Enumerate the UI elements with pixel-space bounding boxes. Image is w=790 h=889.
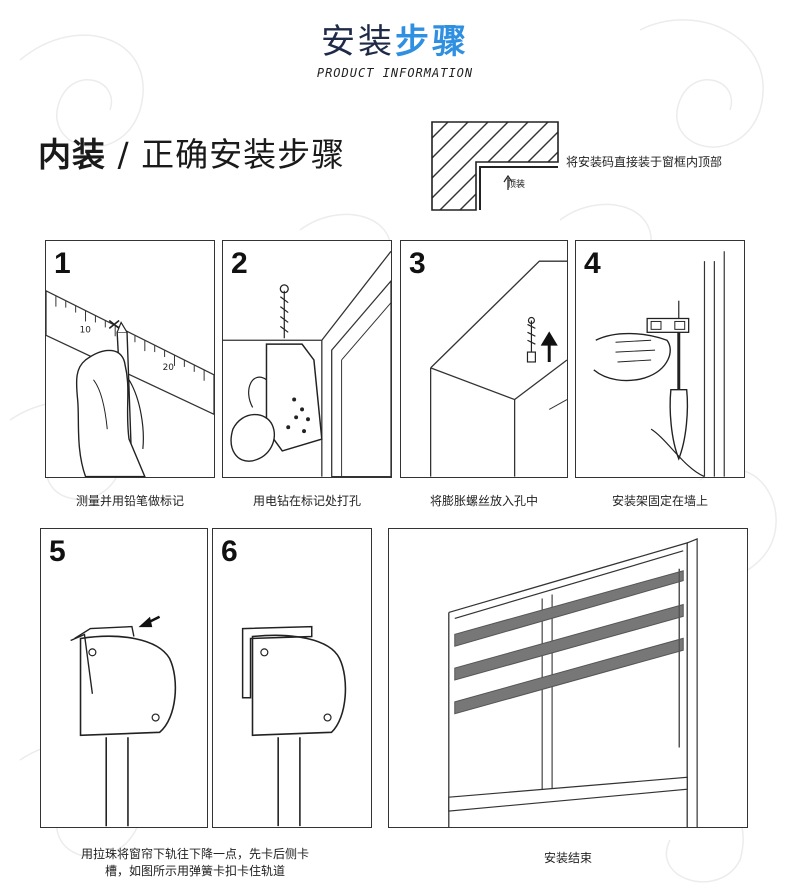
step-3-caption: 将膨胀螺丝放入孔中 [429, 494, 538, 508]
step-2-panel: 2 [222, 240, 392, 478]
ruler-label-10: 10 [80, 325, 92, 335]
step-1-panel: 10 20 1 [45, 240, 215, 478]
ruler-label-20: 20 [163, 363, 175, 373]
install-note: 将安装码直接装于窗框内顶部 [566, 155, 723, 169]
step-2-caption: 用电钻在标记处打孔 [252, 494, 361, 508]
step-5-caption-line-2: 槽，如图所示用弹簧卡扣卡住轨道 [104, 864, 285, 878]
step-5-panel: 5 [40, 528, 208, 828]
step-1-number: 1 [54, 247, 71, 280]
title-part-steps: 步骤 [395, 22, 469, 62]
measure-illustration: 10 20 [46, 290, 214, 477]
anchor-illustration [430, 260, 567, 477]
title-part-install: 安装 [321, 22, 395, 62]
section-heading-bold: 内装 [38, 135, 106, 174]
drill-illustration [223, 250, 391, 477]
bracket-illustration [593, 251, 725, 477]
rail-clip-illustration [70, 615, 177, 827]
step-1-caption: 测量并用铅笔做标记 [75, 494, 184, 508]
step-2-number: 2 [231, 247, 248, 280]
section-heading-rest: / 正确安装步骤 [106, 135, 346, 174]
step-4-caption: 安装架固定在墙上 [611, 494, 708, 508]
step-5-caption: 用拉珠将窗帘下轨往下降一点，先卡后侧卡 槽，如图所示用弹簧卡扣卡住轨道 [30, 846, 360, 880]
step-6-number: 6 [221, 535, 238, 568]
step-5-number: 5 [49, 535, 66, 568]
inside-mount-diagram [431, 121, 559, 211]
section-heading: 内装 / 正确安装步骤 [38, 128, 345, 176]
page-title: 安装步骤 [0, 14, 790, 63]
top-mount-label: 顶装 [507, 180, 526, 190]
final-panel [388, 528, 748, 828]
step-3-panel: 3 [400, 240, 568, 478]
step-6-panel: 6 [212, 528, 372, 828]
final-caption: 安装结束 [543, 851, 592, 865]
step-4-number: 4 [584, 247, 601, 280]
step-3-number: 3 [409, 247, 426, 280]
rail-locked-illustration [241, 625, 347, 827]
step-4-panel: 4 [575, 240, 745, 478]
finished-blind-illustration [448, 538, 698, 827]
page-subtitle: PRODUCT INFORMATION [316, 66, 474, 80]
step-5-caption-line-1: 用拉珠将窗帘下轨往下降一点，先卡后侧卡 [80, 847, 309, 861]
